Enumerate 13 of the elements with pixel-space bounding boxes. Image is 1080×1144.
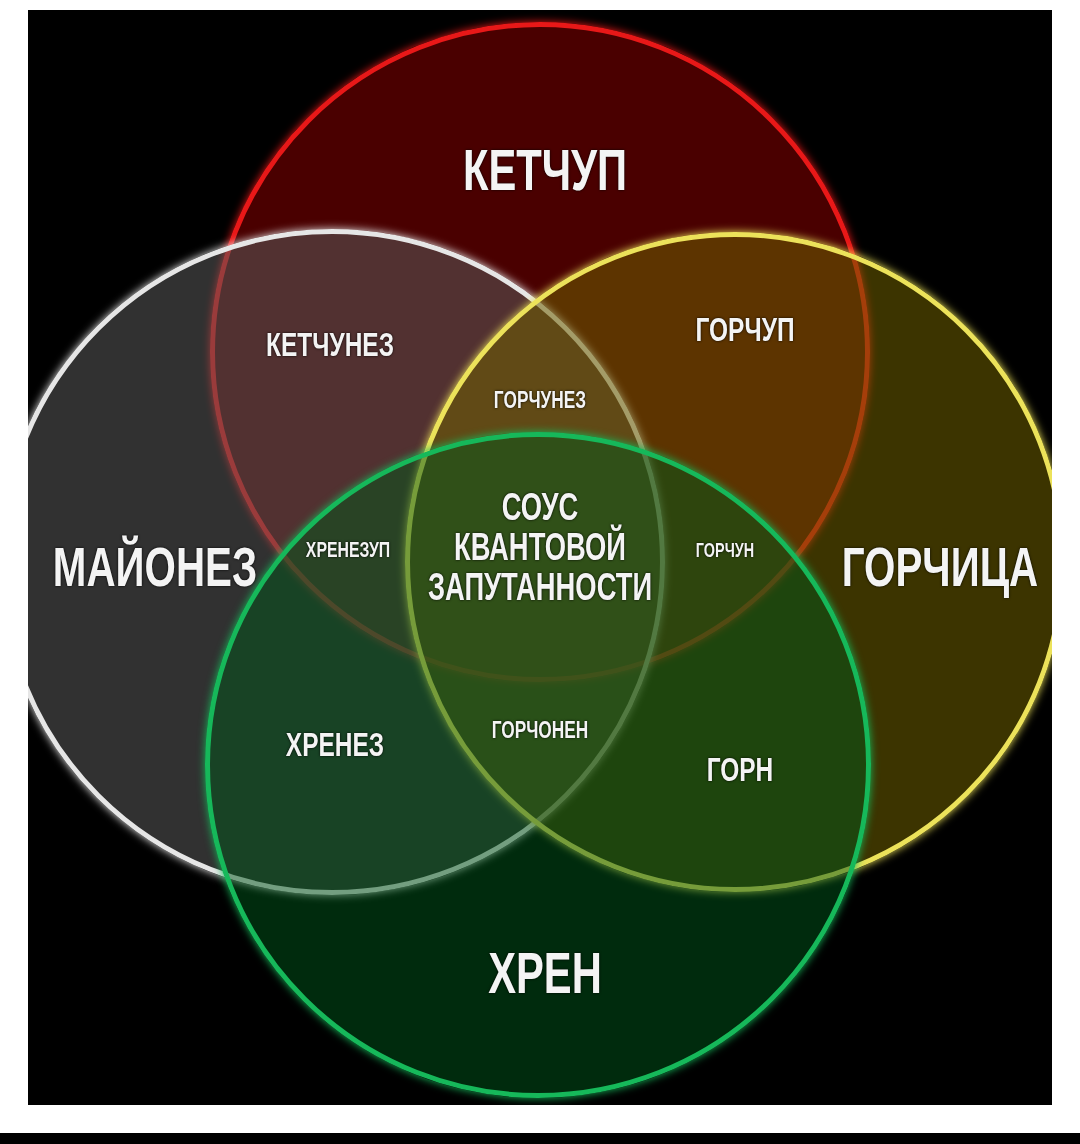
circle-label: ХРЕН [488, 942, 602, 1004]
circle-label: МАЙОНЕЗ [52, 537, 258, 597]
overlap-label: ГОРЧУП [695, 312, 795, 348]
circle-label: КЕТЧУП [462, 139, 628, 201]
overlap-label: ГОРЧОНЕН [491, 717, 589, 743]
overlap-label: ХРЕНЕЗ [285, 727, 385, 763]
overlap-label: СОУС КВАНТОВОЙ ЗАПУТАННОСТИ [426, 488, 654, 608]
circle-label: ГОРЧИЦА [841, 537, 1039, 597]
overlap-label: ГОРЧУНЕЗ [493, 387, 587, 413]
overlap-label: ГОРЧУН [695, 539, 755, 561]
overlap-label: КЕТЧУНЕЗ [266, 327, 394, 363]
overlap-label: ГОРН [706, 752, 774, 788]
overlap-label: ХРЕНЕЗУП [305, 538, 391, 562]
